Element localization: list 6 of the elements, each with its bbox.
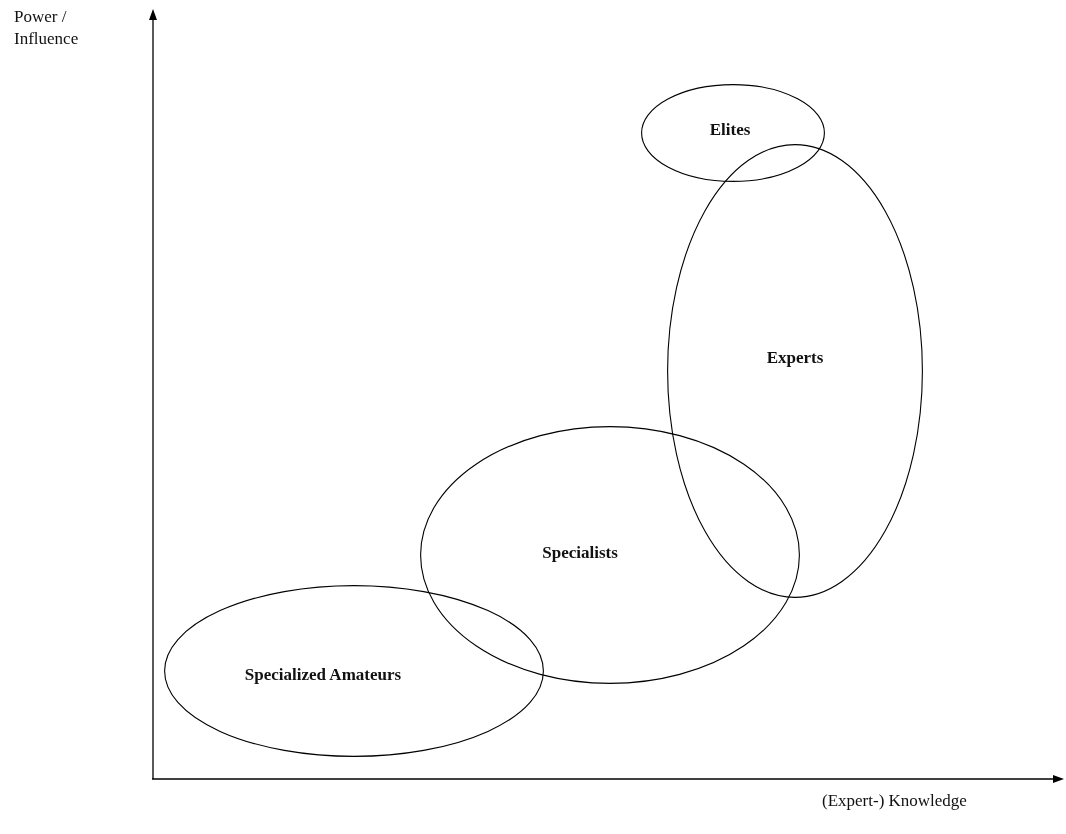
axis-label: (Expert-) Knowledge — [822, 790, 968, 812]
group-label: Specialized Amateurs — [244, 665, 402, 685]
group-label: Elites — [709, 120, 751, 140]
axis-label: Power / Influence — [14, 6, 80, 51]
group-label: Specialists — [542, 543, 618, 563]
group-label: Experts — [766, 348, 824, 368]
